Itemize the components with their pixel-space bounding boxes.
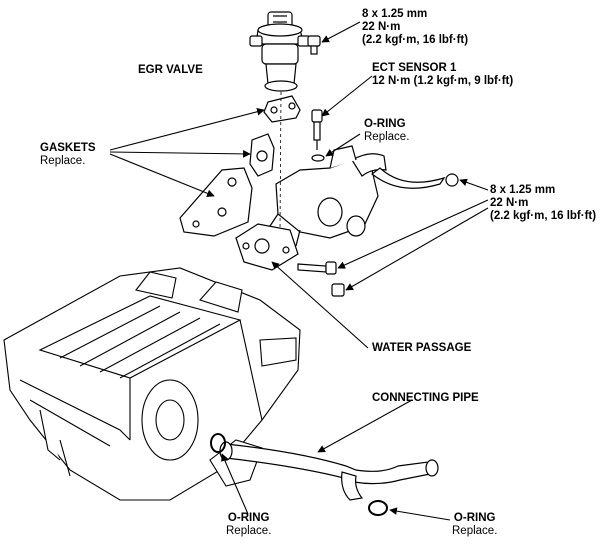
label-oring-top: O-RING Replace.	[364, 118, 409, 144]
oring-top-note: Replace.	[364, 131, 410, 143]
connecting-pipe-part	[219, 441, 439, 501]
ect-sensor-title: ECT SENSOR 1	[372, 62, 457, 74]
gasket-middle	[249, 133, 275, 177]
engine-block-part	[3, 267, 301, 501]
oring-top-title: O-RING	[364, 118, 406, 130]
label-connecting-pipe: CONNECTING PIPE	[372, 392, 479, 405]
label-gaskets: GASKETS Replace.	[40, 142, 96, 168]
alignment-dashed-line	[279, 91, 282, 231]
label-water-passage: WATER PASSAGE	[372, 342, 471, 355]
egr-valve-title: EGR VALVE	[138, 64, 203, 76]
oring-upper-part	[311, 154, 325, 162]
egr-valve-part	[249, 11, 311, 92]
bolt-right-torque-alt: (2.2 kgf·m, 16 lbf·ft)	[490, 210, 597, 222]
egr-bolt-part	[307, 35, 321, 55]
bolt-right-size: 8 x 1.25 mm	[490, 184, 556, 196]
oring-bottom-right-title: O-RING	[453, 512, 496, 524]
oring-lower-right-part	[368, 500, 388, 516]
gasket-upper	[263, 95, 301, 123]
connecting-pipe-title: CONNECTING PIPE	[372, 392, 479, 404]
ect-sensor-spec: 12 N·m (1.2 kgf·m, 9 lbf·ft)	[372, 75, 514, 87]
label-oring-bottom-right: O-RING Replace.	[452, 512, 497, 538]
oring-bottom-left-note: Replace.	[226, 525, 272, 537]
oring-bottom-left-title: O-RING	[227, 512, 270, 524]
callout-leaders	[109, 21, 489, 521]
bolt-top-size: 8 x 1.25 mm	[362, 8, 428, 20]
label-bolt-top: 8 x 1.25 mm 22 N·m (2.2 kgf·m, 16 lbf·ft…	[362, 8, 468, 47]
bolt-top-torque-alt: (2.2 kgf·m, 16 lbf·ft)	[362, 34, 469, 46]
water-passage-bolts	[297, 261, 345, 297]
bolt-top-torque: 22 N·m	[362, 21, 401, 33]
label-ect-sensor: ECT SENSOR 1 12 N·m (1.2 kgf·m, 9 lbf·ft…	[372, 62, 513, 88]
ect-sensor-part	[311, 109, 323, 150]
water-passage-part	[235, 145, 459, 271]
oring-bottom-right-note: Replace.	[452, 525, 498, 537]
oring-lower-left-part	[210, 433, 226, 453]
gaskets-note: Replace.	[40, 155, 86, 167]
gaskets-title: GASKETS	[40, 142, 96, 154]
gasket-lower	[179, 167, 253, 237]
label-oring-bottom-left: O-RING Replace.	[226, 512, 271, 538]
label-bolt-right: 8 x 1.25 mm 22 N·m (2.2 kgf·m, 16 lbf·ft…	[490, 184, 596, 223]
water-passage-title: WATER PASSAGE	[372, 342, 472, 354]
bolt-right-torque: 22 N·m	[490, 197, 529, 209]
label-egr-valve: EGR VALVE	[138, 64, 203, 77]
